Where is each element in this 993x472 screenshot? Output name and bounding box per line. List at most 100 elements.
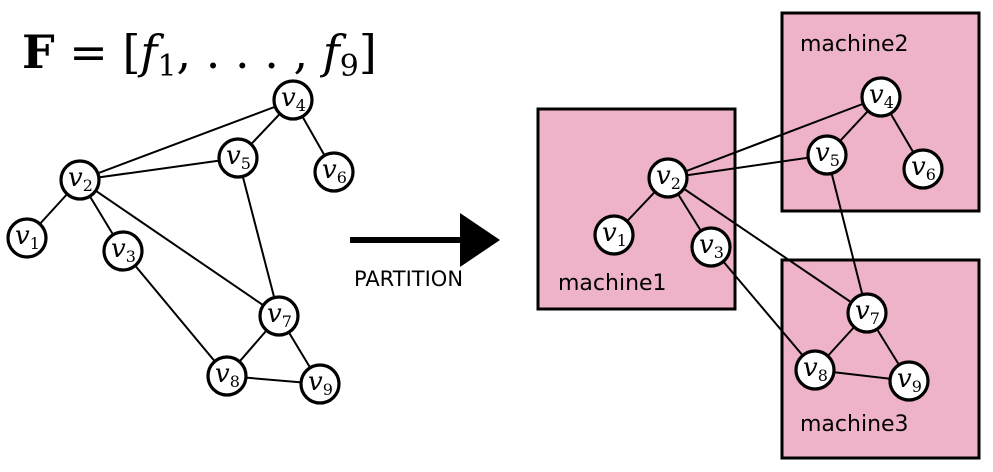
right-node-letter-v5: v — [815, 138, 830, 168]
machine1-label: machine1 — [558, 271, 667, 296]
left-node-circle-v9 — [299, 363, 341, 405]
right-node-circle-v1 — [593, 214, 635, 256]
right-node-v1: v1 — [593, 214, 635, 256]
left-node-sub-v9: 9 — [323, 380, 333, 399]
right-node-sub-v1: 1 — [617, 231, 627, 250]
right-node-sub-v2: 2 — [671, 174, 681, 193]
right-edge-v5-v7 — [826, 154, 868, 314]
right-node-sub-v9: 9 — [912, 377, 922, 396]
formula-eq: = [ — [55, 25, 141, 79]
right-node-circle-v4 — [860, 76, 902, 118]
left-node-v3: v3 — [102, 230, 144, 272]
left-edge-v3-v8 — [122, 250, 228, 377]
right-node-sub-v7: 7 — [870, 309, 880, 328]
formula-bold-F: F — [22, 25, 55, 79]
right-node-label-v4: v4 — [869, 80, 894, 112]
right-node-v3: v3 — [690, 226, 732, 268]
partition-arrow-icon — [350, 213, 500, 267]
left-node-sub-v8: 8 — [230, 372, 240, 391]
machine2-label: machine2 — [800, 32, 909, 57]
right-node-label-v7: v7 — [855, 296, 880, 328]
left-node-label-v1: v1 — [15, 221, 40, 253]
left-node-circle-v7 — [258, 295, 300, 337]
partition-label: PARTITION — [354, 267, 463, 291]
left-node-circle-v1 — [6, 217, 48, 259]
left-node-v1: v1 — [6, 217, 48, 259]
formula-f1-sub: 1 — [157, 49, 176, 84]
right-edge-v2-v4 — [667, 96, 882, 179]
left-edge-v2-v5 — [79, 157, 239, 181]
left-node-sub-v3: 3 — [126, 247, 136, 266]
right-node-label-v2: v2 — [656, 161, 681, 193]
right-node-circle-v3 — [690, 226, 732, 268]
right-node-circle-v7 — [846, 292, 888, 334]
right-node-v2: v2 — [647, 157, 689, 199]
left-node-v6: v6 — [313, 151, 355, 193]
right-node-v4: v4 — [860, 76, 902, 118]
left-node-circle-v6 — [313, 151, 355, 193]
formula-mid: , . . . , — [177, 25, 323, 79]
left-node-v4: v4 — [272, 79, 314, 121]
left-node-letter-v4: v — [281, 83, 296, 113]
right-node-label-v8: v8 — [803, 353, 828, 385]
left-node-label-v4: v4 — [281, 83, 306, 115]
left-node-sub-v1: 1 — [30, 234, 40, 253]
left-node-label-v5: v5 — [226, 141, 251, 173]
left-node-letter-v6: v — [322, 155, 337, 185]
right-node-letter-v6: v — [911, 152, 926, 182]
right-node-sub-v3: 3 — [714, 243, 724, 262]
right-node-letter-v2: v — [656, 161, 671, 191]
left-node-circle-v8 — [206, 355, 248, 397]
left-node-label-v9: v9 — [308, 367, 333, 399]
right-node-label-v5: v5 — [815, 138, 840, 170]
left-node-sub-v5: 5 — [241, 154, 251, 173]
right-node-v8: v8 — [794, 349, 836, 391]
right-node-sub-v6: 6 — [926, 165, 936, 184]
right-node-sub-v5: 5 — [830, 151, 840, 170]
left-node-v9: v9 — [299, 363, 341, 405]
left-node-letter-v5: v — [226, 141, 241, 171]
formula-close: ] — [359, 25, 377, 79]
right-node-label-v9: v9 — [897, 364, 922, 396]
right-node-circle-v5 — [806, 134, 848, 176]
left-node-v7: v7 — [258, 295, 300, 337]
left-node-circle-v4 — [272, 79, 314, 121]
right-edge-v3-v8 — [710, 246, 816, 371]
right-node-letter-v7: v — [855, 296, 870, 326]
right-node-v7: v7 — [846, 292, 888, 334]
right-node-letter-v1: v — [602, 218, 617, 248]
left-node-label-v8: v8 — [215, 359, 240, 391]
left-node-sub-v6: 6 — [337, 168, 347, 187]
left-edge-v2-v4 — [79, 99, 294, 181]
right-node-v5: v5 — [806, 134, 848, 176]
right-node-sub-v4: 4 — [884, 93, 894, 112]
left-node-letter-v8: v — [215, 359, 230, 389]
right-node-letter-v9: v — [897, 364, 912, 394]
left-node-v8: v8 — [206, 355, 248, 397]
left-node-letter-v7: v — [267, 299, 282, 329]
right-node-letter-v3: v — [699, 230, 714, 260]
left-node-sub-v4: 4 — [296, 96, 306, 115]
right-node-circle-v2 — [647, 157, 689, 199]
right-node-circle-v6 — [902, 148, 944, 190]
right-node-v6: v6 — [902, 148, 944, 190]
right-node-sub-v8: 8 — [818, 366, 828, 385]
left-node-v5: v5 — [217, 137, 259, 179]
right-edge-v2-v5 — [667, 154, 828, 179]
left-node-letter-v9: v — [308, 367, 323, 397]
left-node-sub-v7: 7 — [282, 312, 292, 331]
left-node-sub-v2: 2 — [83, 176, 93, 195]
machine1-box — [536, 107, 737, 311]
right-edge-v2-v7 — [667, 177, 868, 314]
right-node-letter-v4: v — [869, 80, 884, 110]
left-node-label-v2: v2 — [68, 163, 93, 195]
left-node-v2: v2 — [59, 159, 101, 201]
left-node-letter-v3: v — [111, 234, 126, 264]
left-node-label-v3: v3 — [111, 234, 136, 266]
left-node-letter-v1: v — [15, 221, 30, 251]
formula: F = [f1, . . . , f9] — [22, 25, 377, 84]
left-edge-v2-v7 — [79, 179, 280, 317]
